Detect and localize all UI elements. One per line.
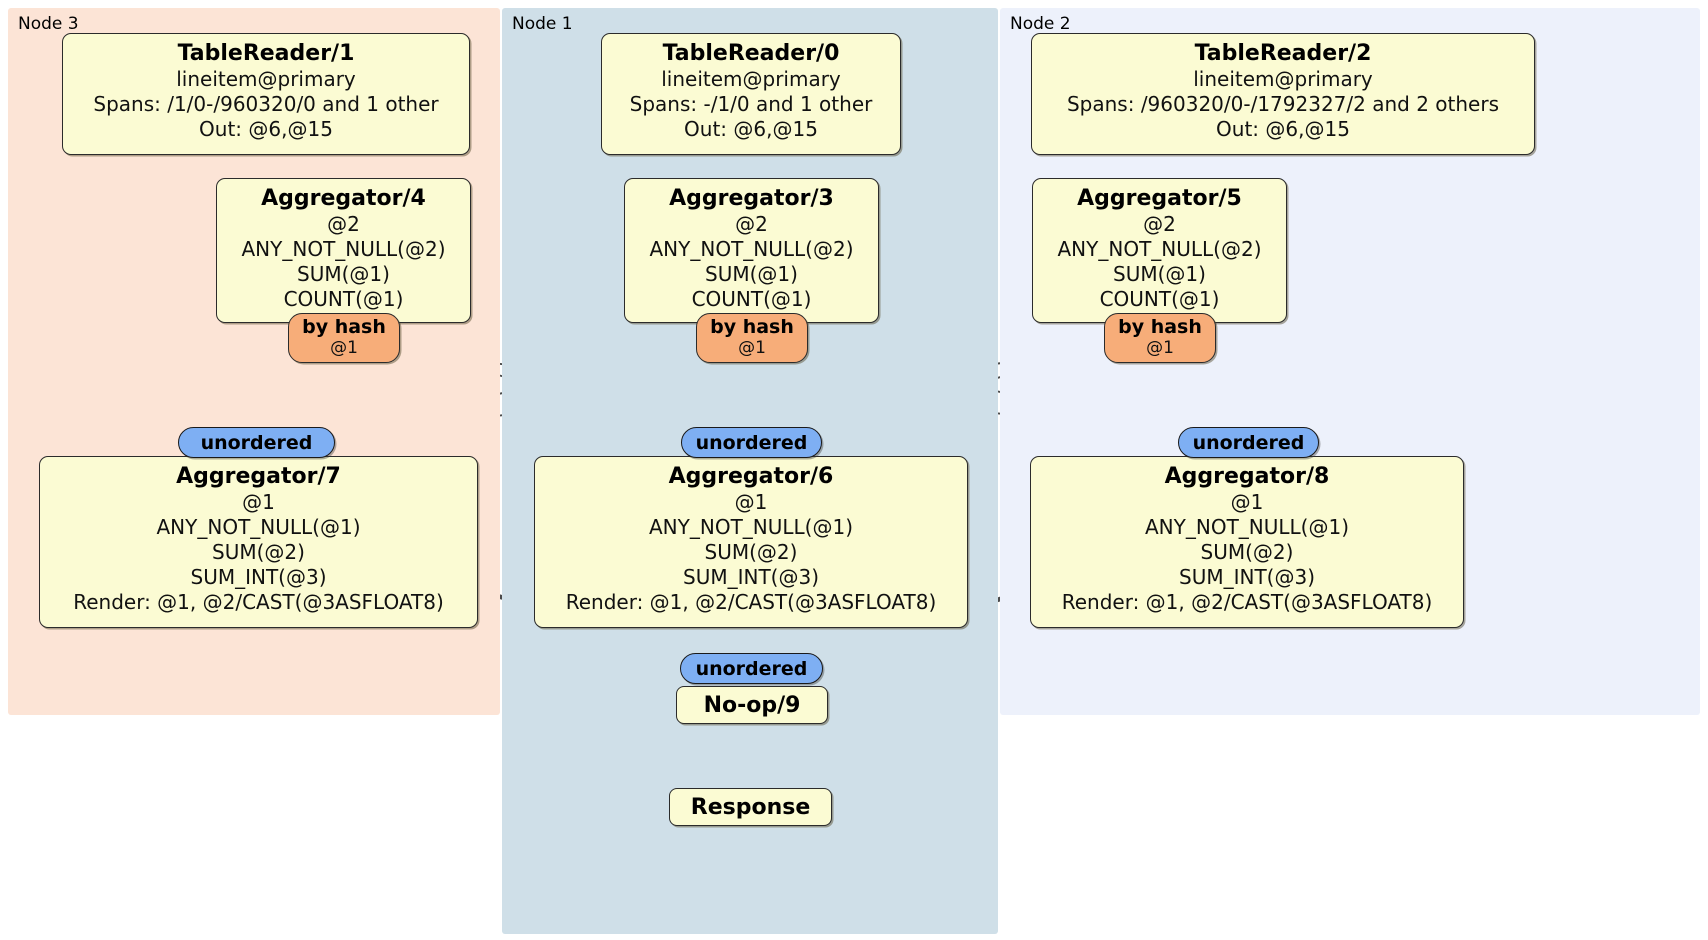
router-column: @1 [1146,338,1174,358]
node-label-node1: Node 1 [512,14,573,34]
processor-detail-line: COUNT(@1) [1099,287,1220,311]
hash-router-router3[interactable]: by hash@1 [696,313,808,363]
processor-detail-line: ANY_NOT_NULL(@1) [156,515,361,539]
processor-title: Aggregator/5 [1077,186,1242,211]
router-column: @1 [738,338,766,358]
processor-title: TableReader/1 [177,41,355,66]
processor-detail-line: Render: @1, @2/CAST(@3ASFLOAT8) [73,590,444,614]
synchronizer-sync7[interactable]: unordered [178,427,335,458]
hash-router-router5[interactable]: by hash@1 [1104,313,1216,363]
processor-detail-line: ANY_NOT_NULL(@1) [649,515,853,539]
processor-detail-line: SUM(@2) [1200,540,1294,564]
processor-detail-line: SUM(@1) [1113,262,1206,286]
processor-detail-line: SUM(@1) [705,262,798,286]
synchronizer-sync6[interactable]: unordered [681,427,822,458]
processor-detail-line: SUM(@2) [212,540,305,564]
router-title: by hash [302,316,386,338]
hash-router-router4[interactable]: by hash@1 [288,313,400,363]
processor-detail-line: @1 [1230,490,1264,514]
processor-detail-line: COUNT(@1) [691,287,812,311]
processor-title: Aggregator/8 [1164,464,1330,489]
processor-title: Aggregator/6 [668,464,834,489]
processor-detail-line: @2 [1143,212,1176,236]
processor-detail-line: ANY_NOT_NULL(@1) [1145,515,1349,539]
processor-detail-line: @2 [327,212,360,236]
processor-detail-line: Spans: /960320/0-/1792327/2 and 2 others [1066,92,1499,116]
router-column: @1 [330,338,358,358]
processor-detail-line: ANY_NOT_NULL(@2) [241,237,446,261]
synchronizer-sync9[interactable]: unordered [680,653,823,684]
processor-title: Aggregator/4 [261,186,426,211]
processor-detail-line: Render: @1, @2/CAST(@3ASFLOAT8) [1061,590,1433,614]
processor-title: Aggregator/3 [669,186,834,211]
processor-detail-line: Out: @6,@15 [199,117,333,141]
processor-detail-line: @1 [242,490,275,514]
processor-detail-line: COUNT(@1) [283,287,404,311]
router-title: by hash [1118,316,1202,338]
router-title: by hash [710,316,794,338]
processor-noop9[interactable]: No-op/9 [676,686,828,724]
processor-title: TableReader/0 [662,41,840,66]
processor-detail-line: lineitem@primary [661,67,841,91]
processor-detail-line: Spans: -/1/0 and 1 other [629,92,873,116]
node-label-node3: Node 3 [18,14,79,34]
processor-detail-line: @1 [734,490,768,514]
processor-title: Aggregator/7 [176,464,341,489]
processor-response[interactable]: Response [669,788,832,826]
processor-title: TableReader/2 [1194,41,1372,66]
processor-detail-line: Spans: /1/0-/960320/0 and 1 other [93,92,439,116]
processor-detail-line: SUM_INT(@3) [683,565,819,589]
synchronizer-sync8[interactable]: unordered [1178,427,1319,458]
processor-detail-line: Render: @1, @2/CAST(@3ASFLOAT8) [565,590,937,614]
processor-detail-line: Out: @6,@15 [1216,117,1350,141]
processor-detail-line: Out: @6,@15 [684,117,818,141]
processor-detail-line: SUM_INT(@3) [190,565,327,589]
processor-detail-line: lineitem@primary [1193,67,1373,91]
processor-detail-line: @2 [735,212,768,236]
processor-detail-line: lineitem@primary [176,67,356,91]
node-label-node2: Node 2 [1010,14,1071,34]
processor-detail-line: SUM(@2) [704,540,798,564]
processor-detail-line: SUM(@1) [297,262,390,286]
processor-detail-line: ANY_NOT_NULL(@2) [1057,237,1262,261]
processor-detail-line: ANY_NOT_NULL(@2) [649,237,854,261]
processor-detail-line: SUM_INT(@3) [1179,565,1315,589]
